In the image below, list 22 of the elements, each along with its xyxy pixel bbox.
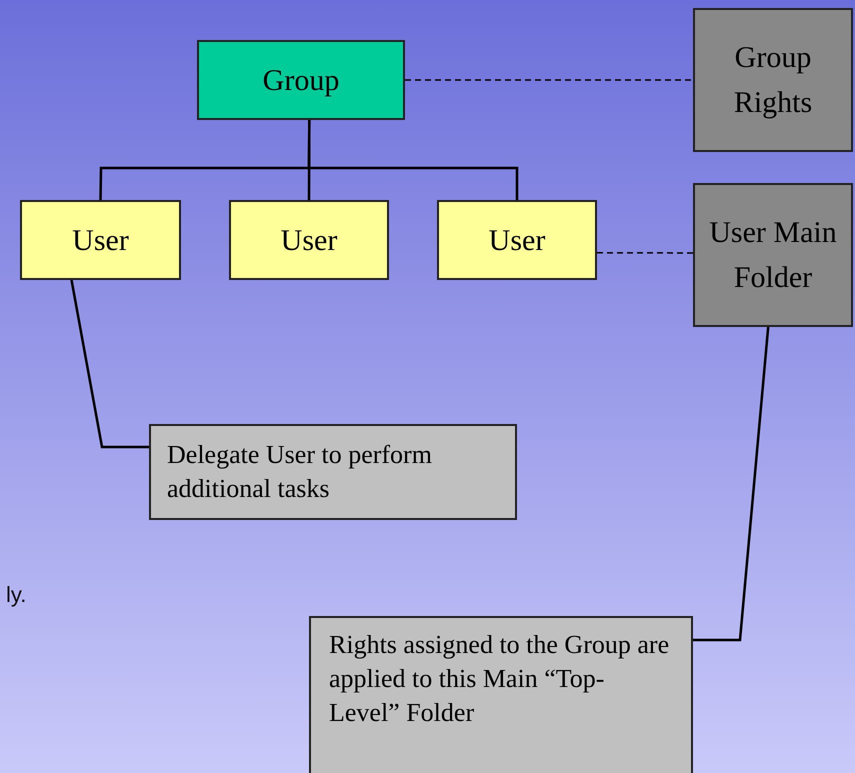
folder-box	[693, 183, 853, 327]
box-label: Group Rights	[732, 40, 814, 121]
box-label: User Main Folder	[708, 215, 838, 296]
leader-line	[70, 280, 149, 448]
note-box	[309, 616, 693, 773]
box-label: Group	[262, 62, 340, 98]
tree-connector	[308, 120, 518, 200]
box-label: Delegate User to perform additional tasks	[167, 439, 433, 505]
user-box	[20, 200, 181, 280]
box-label: User	[72, 222, 129, 258]
leader-line	[693, 326, 770, 642]
group-box	[197, 40, 405, 120]
dashed-connector	[405, 79, 693, 81]
note-box	[149, 424, 517, 520]
box-label: Rights assigned to the Group are applied to this Main “Top-Level” Folder	[329, 629, 670, 729]
rights-box	[693, 8, 853, 152]
box-label: User	[488, 222, 546, 258]
box-label: User	[280, 222, 338, 258]
dashed-connector	[597, 252, 693, 254]
user-box	[229, 200, 389, 280]
user-box	[437, 200, 597, 280]
text-fragment: ly.	[6, 582, 26, 608]
